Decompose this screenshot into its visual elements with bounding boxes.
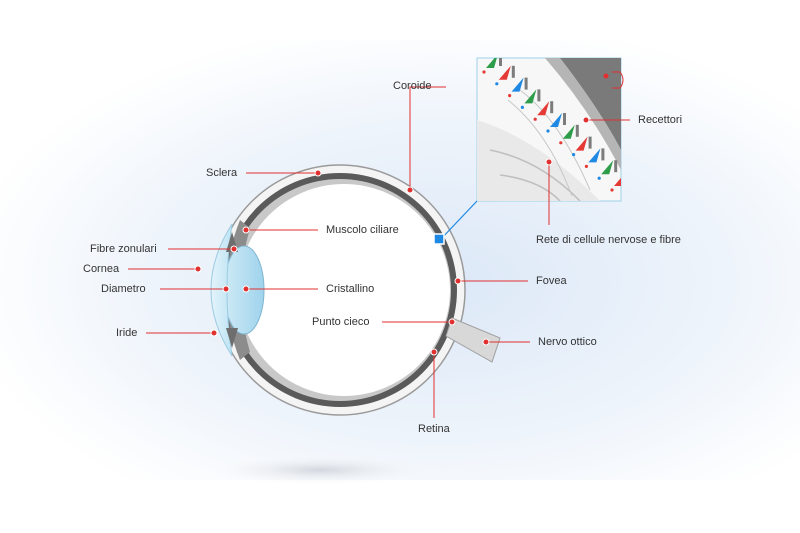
label-coroide: Coroide bbox=[393, 80, 432, 92]
receptor-nucleus bbox=[546, 129, 550, 133]
retina-inset bbox=[476, 57, 624, 202]
leader-dots bbox=[194, 116, 590, 356]
label-nervo-ottico: Nervo ottico bbox=[538, 336, 597, 348]
dot-recettori bbox=[582, 116, 590, 124]
dot-iride bbox=[210, 329, 218, 337]
inset-choroid bbox=[560, 58, 621, 150]
receptor-cone bbox=[511, 77, 524, 92]
inset-nerve bbox=[507, 99, 573, 197]
iris-bottom bbox=[226, 328, 238, 348]
dot-sclera bbox=[314, 169, 322, 177]
dot-fovea bbox=[454, 277, 462, 285]
label-retina: Retina bbox=[418, 423, 450, 435]
label-diametro: Diametro bbox=[101, 283, 146, 295]
receptor-nucleus bbox=[495, 82, 499, 86]
vitreous-body bbox=[238, 184, 450, 396]
label-iride: Iride bbox=[116, 327, 138, 339]
label-cristallino: Cristallino bbox=[326, 283, 375, 295]
inset-fiber-layer bbox=[477, 120, 600, 201]
inset-nerve bbox=[519, 89, 591, 191]
eyeball bbox=[210, 164, 501, 416]
dot-muscolo-ciliare bbox=[242, 226, 250, 234]
dot-retina bbox=[430, 348, 438, 356]
dot-rete bbox=[545, 158, 553, 166]
label-rete: Rete di cellule nervose e fibre bbox=[536, 234, 681, 246]
label-sclera: Sclera bbox=[206, 167, 238, 179]
dot-punto-cieco bbox=[448, 318, 456, 326]
receptor-nucleus bbox=[597, 176, 601, 180]
receptor-rod bbox=[588, 136, 592, 149]
receptor-nucleus bbox=[508, 94, 512, 98]
receptor-cone bbox=[498, 65, 511, 80]
receptor-cells bbox=[482, 58, 621, 192]
receptor-cone bbox=[486, 58, 497, 68]
choroid-bracket bbox=[612, 71, 624, 89]
label-muscolo-ciliare: Muscolo ciliare bbox=[326, 224, 399, 236]
receptor-rod bbox=[575, 124, 579, 137]
receptor-rod bbox=[537, 89, 541, 102]
receptor-cone bbox=[537, 101, 550, 116]
inset-fiber bbox=[489, 149, 581, 201]
label-punto-cieco: Punto cieco bbox=[312, 316, 370, 328]
dot-diametro bbox=[222, 285, 230, 293]
receptor-cone bbox=[588, 148, 601, 163]
cornea-shape bbox=[210, 223, 233, 357]
dot-cristallino bbox=[242, 285, 250, 293]
inset-connector bbox=[439, 200, 478, 241]
label-cornea: Cornea bbox=[83, 263, 120, 275]
label-fibre-zonulari: Fibre zonulari bbox=[90, 243, 157, 255]
receptor-cone bbox=[562, 124, 575, 139]
dot-nervo-ottico bbox=[482, 338, 490, 346]
leader-coroide bbox=[409, 86, 446, 190]
receptor-rod bbox=[499, 58, 502, 66]
receptor-rod bbox=[511, 65, 515, 78]
receptor-nucleus bbox=[559, 141, 563, 145]
dot-coroide bbox=[406, 186, 414, 194]
receptor-nucleus bbox=[610, 188, 614, 192]
receptor-cone bbox=[601, 160, 614, 175]
inset-fiber bbox=[499, 174, 561, 201]
choroid-bracket-dot bbox=[603, 73, 609, 79]
eye-shadow bbox=[200, 454, 440, 486]
receptor-nucleus bbox=[520, 105, 525, 109]
label-recettori: Recettori bbox=[638, 114, 683, 126]
receptor-nucleus bbox=[482, 70, 486, 74]
receptor-rod bbox=[550, 101, 554, 114]
receptor-rod bbox=[563, 113, 566, 125]
dot-fibre-zonulari bbox=[230, 245, 238, 253]
receptor-cone bbox=[524, 89, 537, 104]
receptor-rod bbox=[524, 77, 528, 90]
receptor-rod bbox=[601, 148, 605, 161]
optic-nerve-shape bbox=[445, 317, 501, 363]
receptor-cone bbox=[575, 136, 588, 151]
label-fovea: Fovea bbox=[536, 275, 567, 287]
receptor-cone bbox=[614, 177, 621, 186]
receptor-nucleus bbox=[572, 153, 576, 157]
receptor-rod bbox=[614, 160, 618, 173]
inset-marker bbox=[433, 233, 445, 245]
receptor-cone bbox=[550, 113, 562, 127]
leader-lines bbox=[128, 86, 630, 418]
receptor-nucleus bbox=[533, 117, 537, 121]
receptor-nucleus bbox=[584, 164, 589, 168]
dot-cornea bbox=[194, 265, 202, 273]
